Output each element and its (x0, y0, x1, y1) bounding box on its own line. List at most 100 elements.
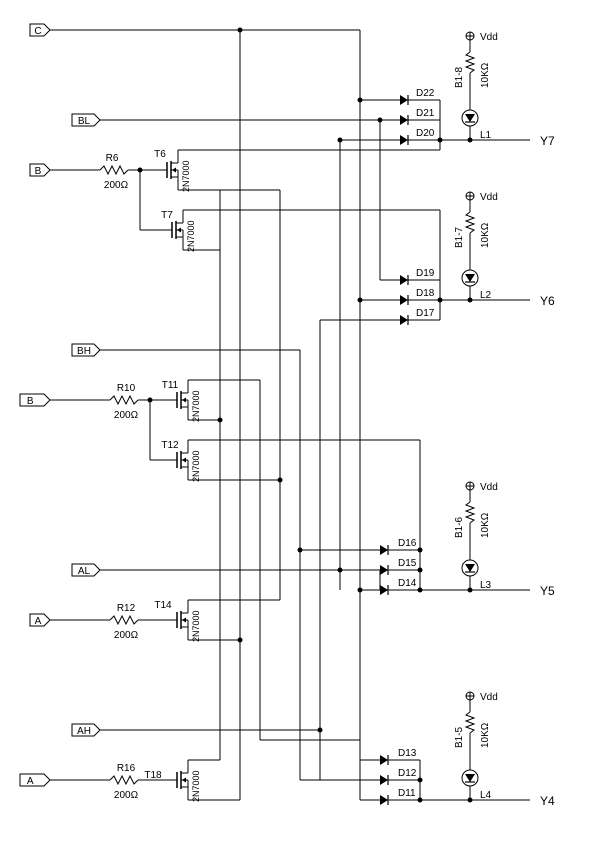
transistor-t14: T14 2N7000 (154, 600, 201, 642)
transistor-t18-name: T18 (144, 770, 162, 781)
input-label-a-bar: A_ (27, 776, 40, 787)
output-y7-column: Vdd B1-8 10KΩ L1 Y7 (454, 31, 555, 148)
pullup-b1-8-value: 10KΩ (480, 62, 491, 88)
transistor-t18-part: 2N7000 (191, 770, 201, 802)
output-y6-label: Y6 (540, 294, 555, 308)
diode-d19: D19 (399, 268, 435, 286)
input-port-bl: BL (71, 113, 101, 127)
input-port-a: A (29, 613, 51, 627)
pullup-resistor-b1-5 (465, 711, 475, 734)
vdd-symbol (465, 31, 475, 41)
transistor-t6-name: T6 (154, 149, 166, 160)
diode-d13: D13 (379, 748, 417, 766)
input-label-b-bar: B_ (27, 396, 40, 407)
led-l3 (461, 559, 479, 577)
resistor-r6-name: R6 (106, 153, 119, 164)
led-l4 (461, 769, 479, 787)
resistor-r10: R10 200Ω (109, 383, 139, 421)
junctions (137, 27, 473, 803)
vdd-symbol (465, 691, 475, 701)
diode-d18-label: D18 (416, 288, 435, 299)
pullup-resistor-b1-8 (465, 51, 475, 74)
output-y6-column: Vdd B1-7 10KΩ L2 Y6 (454, 191, 555, 308)
led-l2 (461, 269, 479, 287)
input-label-bh: BH (77, 346, 91, 357)
transistor-t11: T11 2N7000 (162, 380, 201, 422)
led-l1 (461, 109, 479, 127)
vdd-label: Vdd (480, 32, 498, 43)
resistor-r16-name: R16 (117, 763, 136, 774)
vdd-label: Vdd (480, 692, 498, 703)
transistor-t18: T18 2N7000 (144, 760, 201, 802)
input-label-b: B (35, 166, 42, 177)
output-y5-column: Vdd B1-6 10KΩ L3 Y5 (454, 481, 555, 598)
transistor-t12: T12 2N7000 (161, 440, 201, 482)
input-label-a: A (35, 616, 42, 627)
resistor-r6-value: 200Ω (104, 180, 129, 191)
input-port-ah: AH (71, 723, 101, 737)
diode-d16-label: D16 (398, 538, 417, 549)
transistor-t6: T6 2N7000 (154, 149, 191, 192)
resistor-r12-value: 200Ω (114, 630, 139, 641)
transistor-t12-name: T12 (161, 440, 179, 451)
output-y7-label: Y7 (540, 134, 555, 148)
diode-d12: D12 (379, 768, 417, 786)
diode-d20-label: D20 (416, 128, 435, 139)
vdd-symbol (465, 481, 475, 491)
diode-d18: D18 (399, 288, 435, 306)
output-y5-label: Y5 (540, 584, 555, 598)
pullup-b1-6-name: B1-6 (454, 516, 465, 538)
resistor-r12-name: R12 (117, 603, 136, 614)
diode-d17-label: D17 (416, 308, 435, 319)
input-port-bh: BH (71, 343, 101, 357)
pullup-b1-7-name: B1-7 (454, 226, 465, 248)
input-label-bl: BL (78, 116, 91, 127)
vdd-symbol (465, 191, 475, 201)
diode-d17: D17 (399, 308, 435, 326)
output-y4-label: Y4 (540, 794, 555, 808)
led-l4-label: L4 (480, 790, 492, 801)
pullup-b1-8-name: B1-8 (454, 66, 465, 88)
input-port-c: C (29, 23, 51, 37)
transistor-t11-name: T11 (162, 380, 179, 391)
diode-d11-label: D11 (398, 788, 416, 799)
resistor-r16-value: 200Ω (114, 790, 139, 801)
input-label-c: C (34, 26, 41, 37)
transistor-t12-part: 2N7000 (191, 450, 201, 482)
led-l2-label: L2 (480, 290, 492, 301)
pullup-resistor-b1-7 (465, 211, 475, 234)
pullup-b1-6-value: 10KΩ (480, 512, 491, 538)
transistor-t7-part: 2N7000 (186, 220, 196, 252)
diode-d21: D21 (399, 108, 435, 126)
diode-d20: D20 (399, 128, 435, 146)
vdd-label: Vdd (480, 482, 498, 493)
pullup-resistor-b1-6 (465, 501, 475, 524)
diode-d19-label: D19 (416, 268, 435, 279)
resistor-r10-value: 200Ω (114, 410, 139, 421)
input-label-ah: AH (77, 726, 91, 737)
diode-d15: D15 (379, 558, 417, 576)
diode-d21-label: D21 (416, 108, 435, 119)
diode-d13-label: D13 (398, 748, 417, 759)
transistor-t7: T7 2N7000 (159, 210, 196, 252)
transistor-t14-name: T14 (154, 600, 172, 611)
resistor-r10-name: R10 (117, 383, 136, 394)
input-port-b-bar: B_ (19, 393, 51, 407)
resistor-r6: R6 200Ω (99, 153, 129, 191)
diode-d16: D16 (379, 538, 417, 556)
input-port-b: B (29, 163, 51, 177)
diode-d12-label: D12 (398, 768, 417, 779)
led-l3-label: L3 (480, 580, 492, 591)
transistor-t11-part: 2N7000 (191, 390, 201, 422)
diode-d22: D22 (399, 88, 435, 106)
resistor-r12: R12 200Ω (109, 603, 139, 641)
transistor-t14-part: 2N7000 (191, 610, 201, 642)
diode-d22-label: D22 (416, 88, 435, 99)
pullup-b1-5-value: 10KΩ (480, 722, 491, 748)
input-port-al: AL (71, 563, 101, 577)
diode-d15-label: D15 (398, 558, 417, 569)
input-port-a-bar: A_ (19, 773, 51, 787)
pullup-b1-5-name: B1-5 (454, 726, 465, 748)
diode-d14-label: D14 (398, 578, 417, 589)
